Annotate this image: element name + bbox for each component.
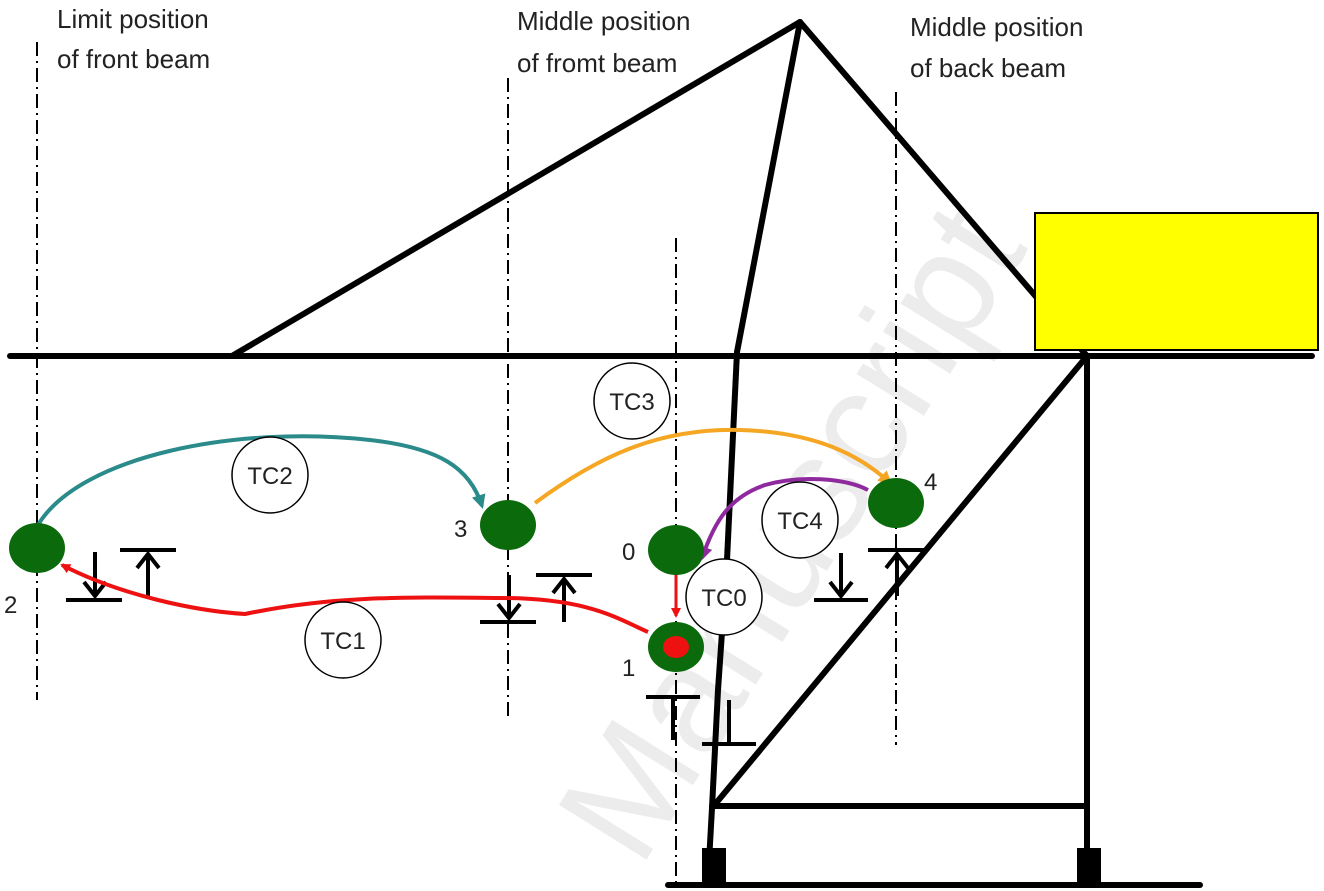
tc0-label-group: TC0	[685, 558, 763, 636]
position-label-0: 0	[622, 539, 635, 566]
position-label-4: 4	[924, 469, 937, 496]
position-nodes	[9, 478, 924, 672]
front-limit-label-line1: Limit position	[57, 4, 209, 34]
marker-target	[646, 695, 756, 746]
position-node-3	[480, 500, 536, 550]
tc2-arrow	[36, 434, 486, 527]
position-label-2: 2	[4, 592, 17, 619]
front-leg-base	[702, 848, 726, 886]
back-middle-label-line2: of back beam	[910, 53, 1066, 83]
tc3-label-group: TC3	[593, 362, 671, 440]
counterweight-box	[1034, 212, 1319, 351]
height-markers	[66, 548, 924, 746]
diagonal-brace	[709, 353, 1090, 811]
position-node-2	[9, 523, 65, 573]
tc2-label-group: TC2	[231, 436, 309, 514]
position-node-0	[648, 525, 704, 575]
tc0-label: TC0	[701, 585, 746, 612]
position-node-4	[868, 478, 924, 528]
tc3-label: TC3	[609, 389, 654, 416]
tc1-label: TC1	[320, 628, 365, 655]
front-middle-label-line2: of fromt beam	[517, 48, 677, 78]
tc1-label-group: TC1	[304, 601, 382, 679]
boom-left-tie	[229, 19, 803, 359]
tc4-label: TC4	[777, 508, 822, 535]
tc2-label: TC2	[247, 463, 292, 490]
front-limit-label-line2: of front beam	[57, 44, 210, 74]
tc4-arrow	[698, 477, 869, 561]
tc3-arrow	[533, 427, 893, 505]
back-leg-base	[1077, 848, 1101, 886]
position-label-1: 1	[622, 655, 635, 682]
marker-front-limit	[66, 548, 176, 602]
tc4-label-group: TC4	[761, 481, 839, 559]
position-label-3: 3	[454, 516, 467, 543]
back-middle-label-line1: Middle position	[910, 12, 1083, 42]
marker-back-middle	[814, 548, 924, 602]
tc1-arrow	[60, 563, 649, 634]
front-middle-label-line1: Middle position	[517, 6, 690, 36]
position-node-1-target	[663, 636, 689, 658]
